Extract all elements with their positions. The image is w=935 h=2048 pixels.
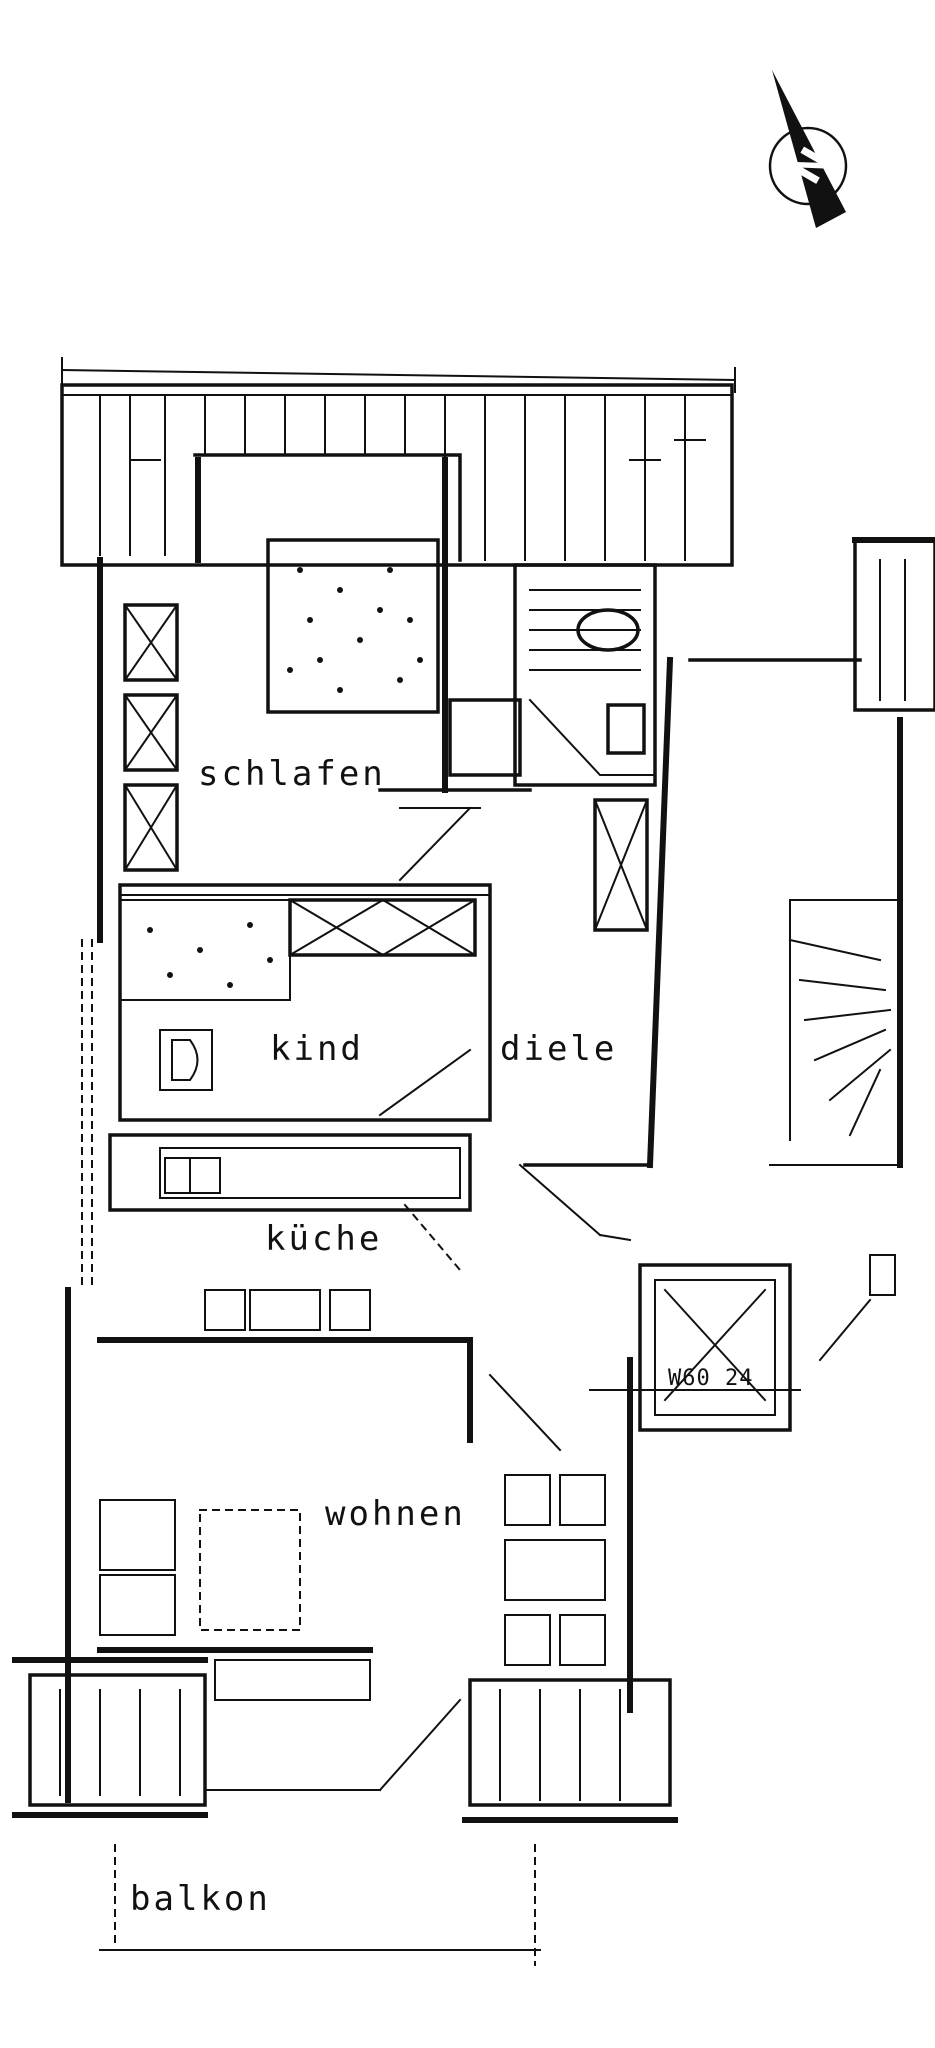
left-wall [65,557,103,1803]
bed [266,538,440,714]
room-diele: diele [500,656,862,1169]
kind-wardrobe [288,898,477,957]
door-diele-corridor [518,1163,632,1242]
balcony: balkon [12,1657,678,1966]
north-arrow-icon: N [768,70,848,228]
room-schlafen: schlafen [123,453,532,882]
room-label-schlafen: schlafen [198,754,386,794]
room-kind: kind [118,883,492,1122]
room-kueche: küche [97,1133,473,1343]
kitchen-counter [159,1147,461,1199]
toilet [576,608,640,652]
room-wohnen: wohnen [97,1337,633,1713]
dining-table [199,1509,301,1631]
sink [606,703,646,755]
window-bench [214,1659,371,1701]
wardrobe [123,603,179,872]
room-label-kind: kind [270,1029,364,1069]
desk [159,1029,213,1091]
wardrobe-diele [593,798,649,932]
top-terrace [60,383,734,567]
room-label-diele: diele [500,1029,617,1069]
dimension-line-top [60,357,737,393]
staircase [769,537,935,1168]
shower [448,698,522,777]
chair-right [329,1289,371,1331]
room-label-kueche: küche [265,1219,382,1259]
room-label-balkon: balkon [130,1879,271,1919]
kind-bed [119,899,291,1001]
room-label-wohnen: wohnen [325,1494,466,1534]
stove [164,1157,221,1194]
chair-left [204,1289,246,1331]
shelf-units [504,1474,606,1666]
room-bathroom [448,563,657,787]
door-tag: W60 24 [668,1366,753,1391]
sofa [99,1499,176,1636]
table [249,1289,321,1331]
shaft-w60: W60 24 [589,1254,896,1432]
